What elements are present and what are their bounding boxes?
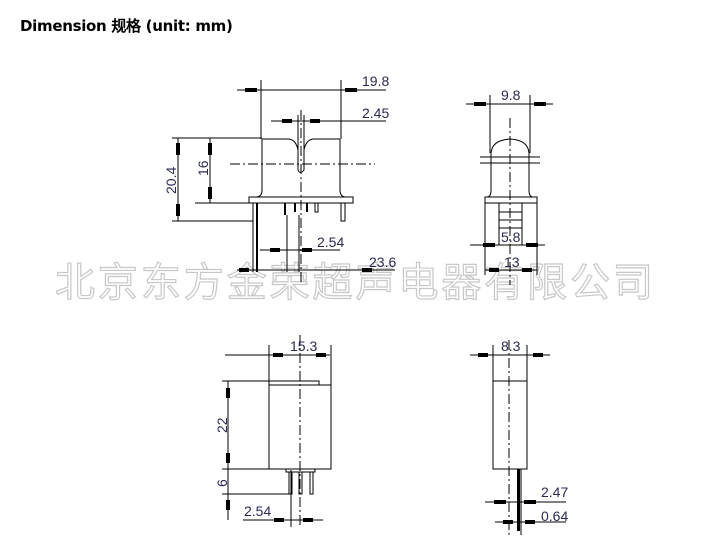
bottom-front-view: 15.3 22 6 2.54 — [214, 335, 332, 527]
bottom-side-view: 8.3 2.47 0.64 — [470, 338, 568, 535]
dim-height-total: 20.4 — [163, 167, 179, 194]
watermark: 北京东方金荣超声电器有限公司 — [55, 260, 655, 306]
dim-bottom-height: 22 — [214, 417, 230, 433]
dim-tip-width: 2.45 — [362, 105, 389, 121]
dim-side-base-width: 13 — [504, 254, 520, 270]
dim-height-body: 16 — [195, 160, 211, 176]
dim-width-overall: 19.8 — [362, 73, 389, 89]
dim-bottom-width: 15.3 — [290, 338, 317, 354]
front-view: 19.8 2.45 20.4 16 2.54 23.6 — [163, 73, 396, 285]
dim-pin-pitch: 2.54 — [317, 234, 344, 250]
page-title: Dimension 规格 (unit: mm) — [20, 17, 233, 35]
dim-bottom-side-width: 8.3 — [501, 338, 521, 354]
dim-inner-width: 5.8 — [501, 229, 521, 245]
dim-side-width: 9.8 — [501, 87, 521, 103]
dim-pin-thickness-b: 0.64 — [541, 508, 568, 524]
dim-pin-length: 6 — [214, 479, 230, 487]
dim-bottom-pin-pitch: 2.54 — [244, 503, 271, 519]
dim-pin-thickness-a: 2.47 — [541, 484, 568, 500]
side-view: 9.8 5.8 13 — [466, 87, 553, 285]
dim-base-width: 23.6 — [369, 254, 396, 270]
